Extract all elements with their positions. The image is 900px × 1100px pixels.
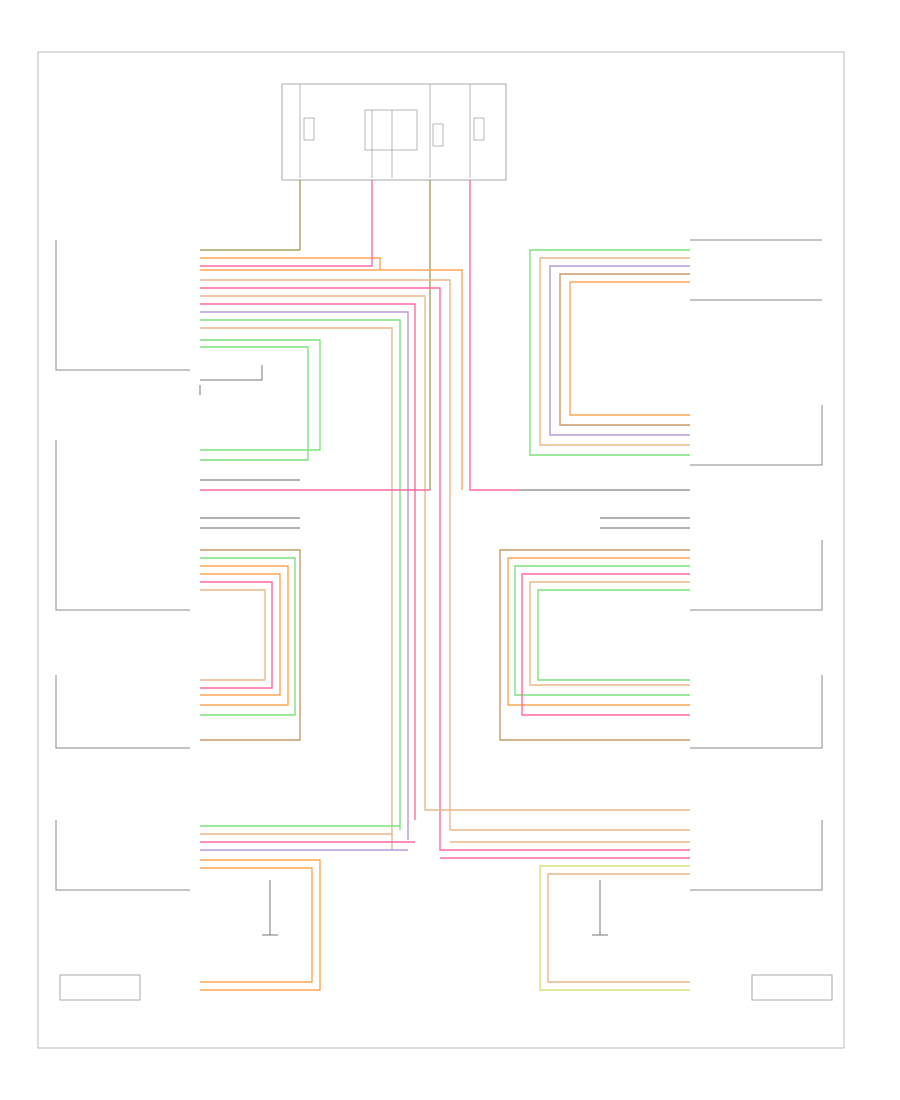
ground-symbols bbox=[199, 365, 608, 936]
connector-bars bbox=[55, 239, 823, 891]
diagram-frame bbox=[37, 51, 845, 1049]
wires bbox=[200, 180, 690, 991]
left-rear-actuator-box bbox=[59, 974, 141, 1001]
right-rear-actuator-box bbox=[751, 974, 833, 1001]
fuse-relay-box bbox=[281, 83, 507, 181]
